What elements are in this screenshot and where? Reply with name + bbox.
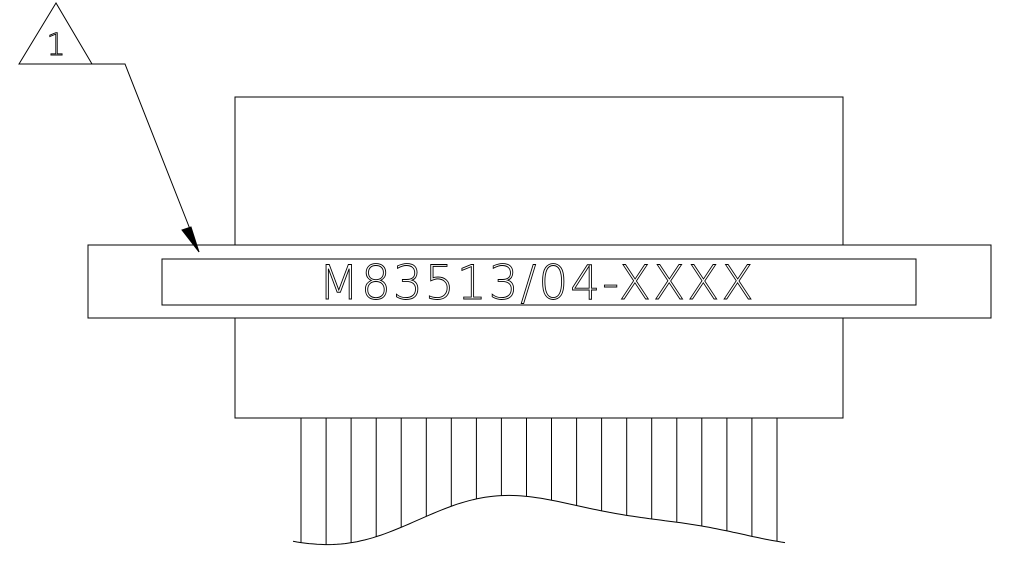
- leader-arrowhead: [181, 226, 200, 253]
- marking-area: [161, 258, 917, 306]
- mounting-flange: [87, 244, 992, 319]
- leader-line: [92, 63, 200, 253]
- part-number-marking: M83513/04-XXXX: [318, 256, 755, 311]
- connector-shell-bottom: [234, 317, 844, 419]
- connector-shell-top: [234, 96, 844, 246]
- callout-triangle: [18, 2, 93, 65]
- callout-leader: [92, 63, 200, 253]
- callout-flag: 1: [18, 2, 93, 65]
- marking-guides: [200, 258, 880, 306]
- break-line: [292, 494, 786, 546]
- cable-wires: [300, 418, 778, 545]
- callout-number: 1: [46, 28, 65, 63]
